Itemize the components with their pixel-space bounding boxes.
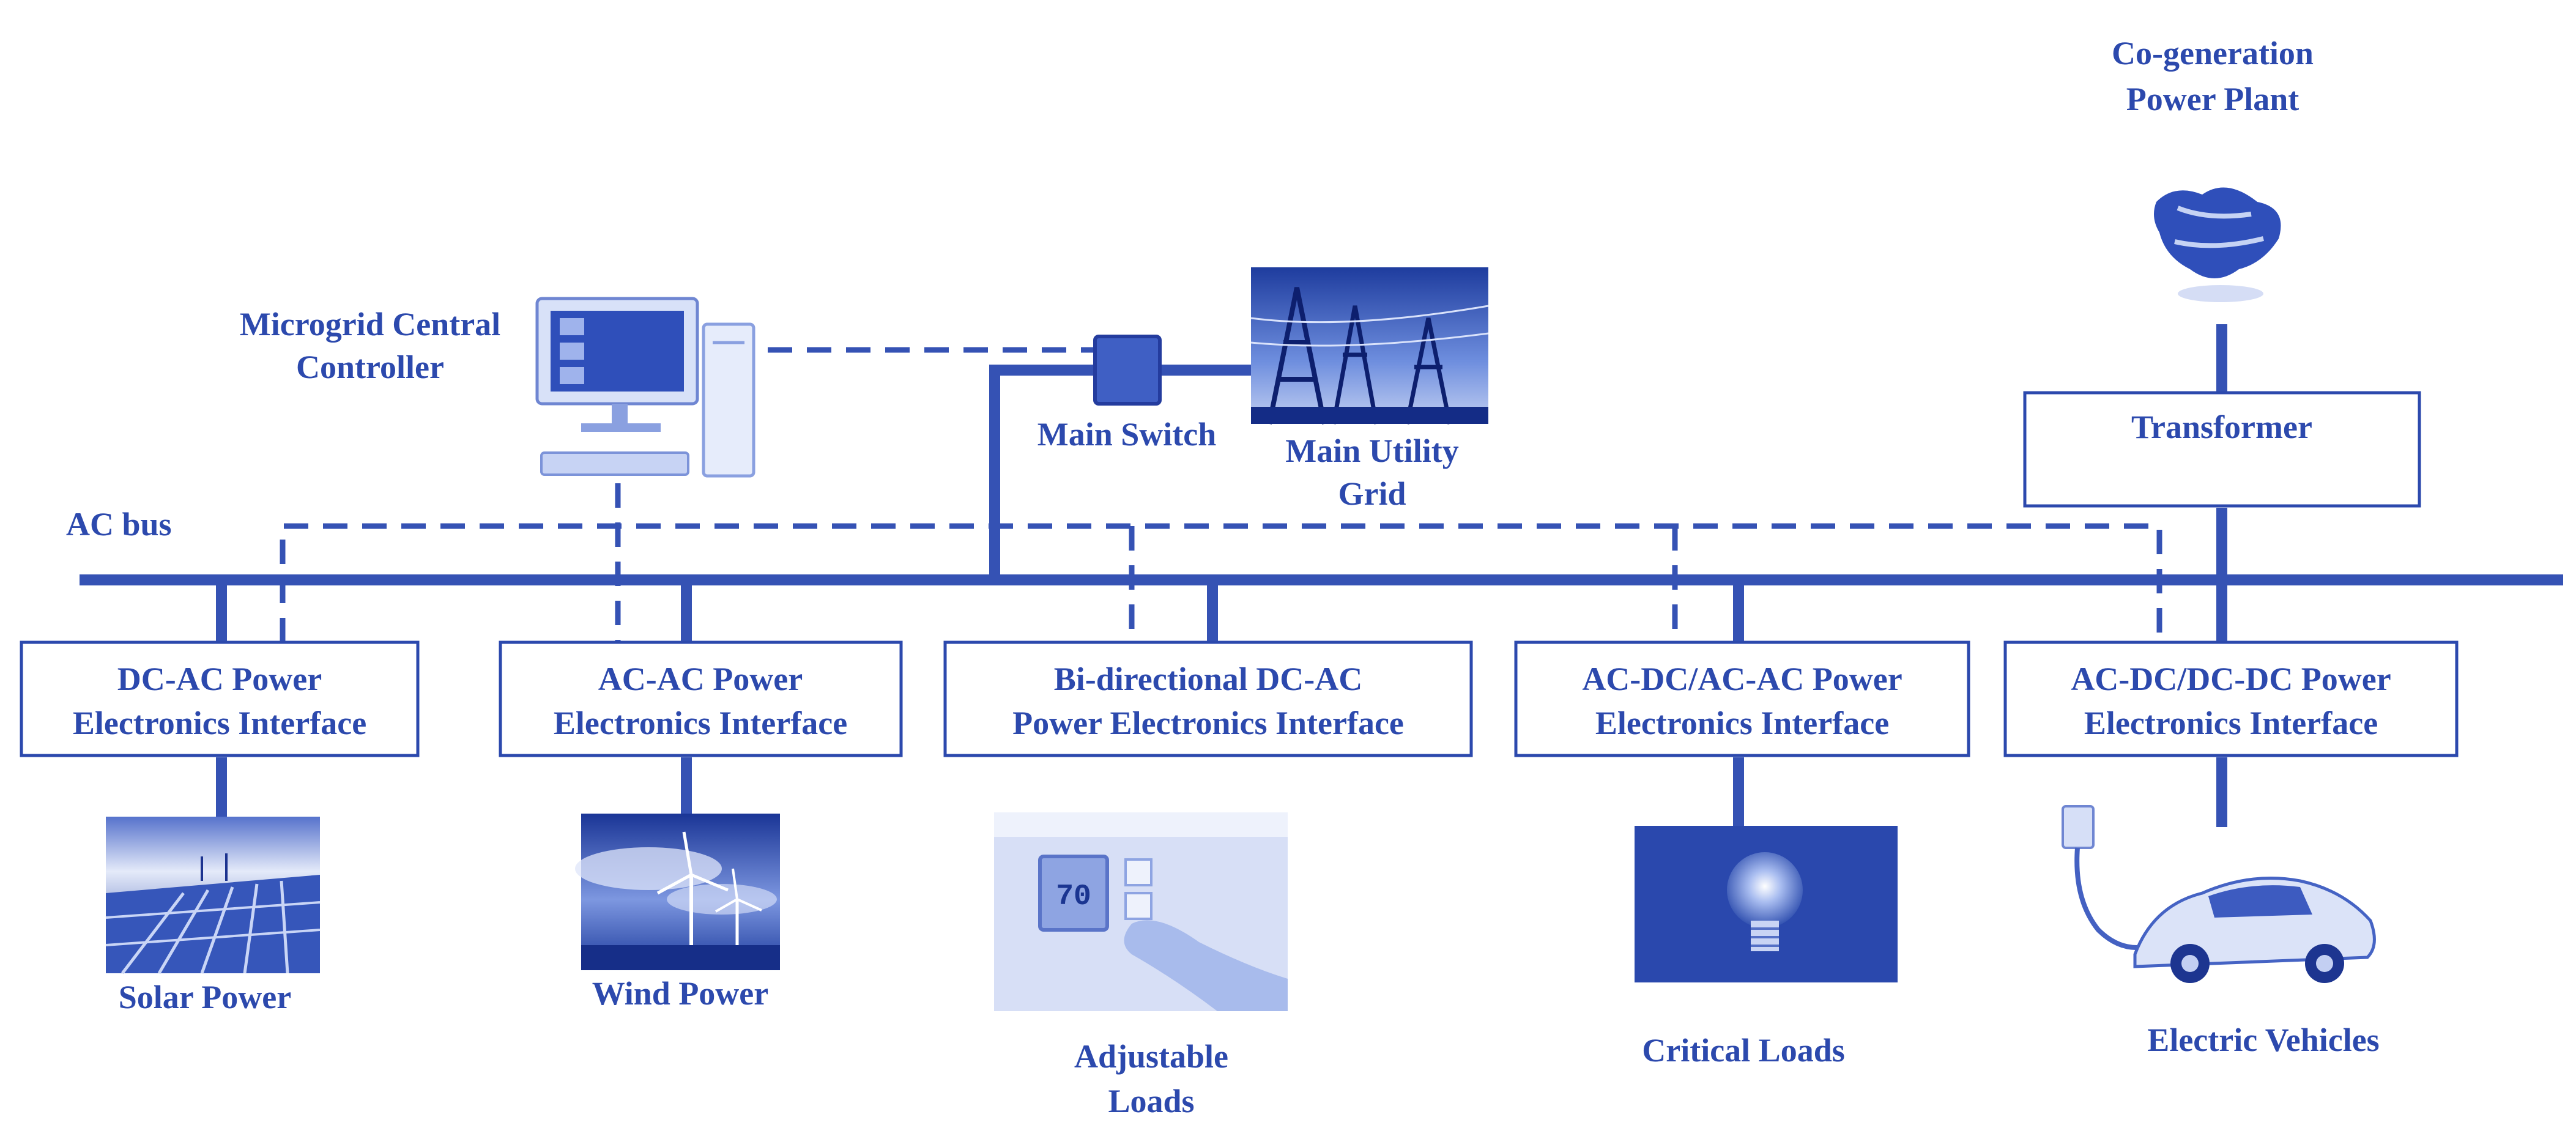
interface-box-3: Bi-directional DC-AC Power Electronics I…: [943, 640, 1473, 757]
transformer-box: [2023, 391, 2421, 508]
interface-5-line-1: AC-DC/DC-DC Power: [2071, 661, 2391, 697]
ev-label: Electric Vehicles: [2147, 1022, 2379, 1058]
electric-vehicle-image: [2062, 805, 2376, 983]
cogen-label-2: Power Plant: [2126, 81, 2299, 117]
interface-3-line-1: Bi-directional DC-AC: [1054, 661, 1362, 697]
wind-turbine-image: [575, 814, 780, 970]
solar-panel-image: [105, 817, 321, 974]
adjustable-label-1: Adjustable: [1074, 1038, 1228, 1075]
utility-grid-label-2: Grid: [1338, 475, 1406, 512]
light-bulb-image: [1635, 826, 1898, 982]
utility-grid-label-1: Main Utility: [1285, 432, 1458, 469]
interface-box-2: AC-AC Power Electronics Interface: [499, 640, 903, 757]
interface-1-line-2: Electronics Interface: [73, 705, 366, 741]
thermostat-image: 70: [994, 812, 1288, 1011]
critical-label: Critical Loads: [1642, 1032, 1845, 1069]
adjustable-label-2: Loads: [1108, 1083, 1194, 1119]
ac-bus-label: AC bus: [66, 506, 172, 543]
utility-grid-image: [1250, 267, 1489, 425]
wind-label: Wind Power: [592, 975, 769, 1012]
cogen-plant-image: [2154, 187, 2281, 302]
interface-5-line-2: Electronics Interface: [2084, 705, 2378, 741]
interface-box-4: AC-DC/AC-AC Power Electronics Interface: [1514, 640, 1970, 757]
cogen-label-1: Co-generation: [2112, 35, 2314, 72]
transformer-label: Transformer: [2131, 409, 2312, 445]
interface-2-line-1: AC-AC Power: [598, 661, 803, 697]
main-switch-label: Main Switch: [1037, 416, 1217, 453]
computer-icon: [535, 297, 755, 478]
controller-label-2: Controller: [296, 349, 444, 385]
interface-2-line-2: Electronics Interface: [554, 705, 847, 741]
thermostat-reading: 70: [1056, 880, 1091, 913]
comm-bus-dashed: [280, 523, 2162, 642]
interface-box-5: AC-DC/DC-DC Power Electronics Interface: [2003, 640, 2459, 757]
interface-1-line-1: DC-AC Power: [117, 661, 322, 697]
solar-label: Solar Power: [119, 979, 291, 1015]
main-switch-feed: [989, 365, 1096, 580]
controller-label-1: Microgrid Central: [240, 306, 500, 343]
interface-3-line-2: Power Electronics Interface: [1012, 705, 1404, 741]
interface-4-line-1: AC-DC/AC-AC Power: [1582, 661, 1902, 697]
main-switch[interactable]: [1093, 335, 1162, 406]
interface-box-1: DC-AC Power Electronics Interface: [20, 640, 420, 757]
interface-4-line-2: Electronics Interface: [1595, 705, 1889, 741]
